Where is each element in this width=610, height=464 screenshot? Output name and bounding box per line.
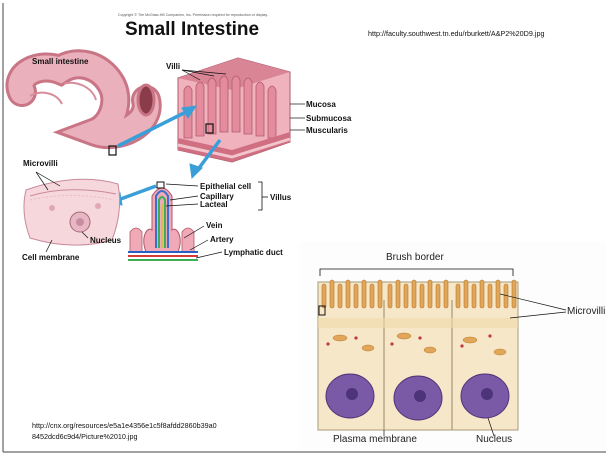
label-lacteal: Lacteal <box>200 200 228 209</box>
label-villi: Villi <box>166 62 180 71</box>
label-artery: Artery <box>210 235 234 244</box>
source-url-bottom-line1: http://cnx.org/resources/e5a1e4356e1c5f8… <box>32 421 217 430</box>
copyright-notice: Copyright © The McGraw-Hill Companies, I… <box>118 13 268 17</box>
label-muscularis: Muscularis <box>306 126 348 135</box>
intestine-tube-illustration <box>21 64 154 155</box>
label-nucleus-large: Nucleus <box>476 434 512 445</box>
label-submucosa: Submucosa <box>306 114 352 123</box>
label-vein: Vein <box>206 221 223 230</box>
label-brush-border: Brush border <box>386 252 444 263</box>
brush-border-figure: Brush border <box>300 242 606 450</box>
label-microvilli-small: Microvilli <box>23 159 58 168</box>
label-villus: Villus <box>270 193 292 202</box>
figure-title: Small Intestine <box>125 19 259 40</box>
label-microvilli-large: Microvilli <box>567 306 605 317</box>
label-nucleus-small: Nucleus <box>90 236 122 245</box>
label-epithelial-cell: Epithelial cell <box>200 182 251 191</box>
villi-block-illustration <box>178 58 305 162</box>
label-plasma-membrane: Plasma membrane <box>333 434 417 445</box>
epithelial-cells-illustration <box>318 280 518 430</box>
source-url-top: http://faculty.southwest.tn.edu/rburkett… <box>368 29 544 38</box>
small-intestine-figure: Copyright © The McGraw-Hill Companies, I… <box>21 13 352 262</box>
label-cell-membrane: Cell membrane <box>22 253 80 262</box>
label-mucosa: Mucosa <box>306 100 336 109</box>
source-url-bottom-line2: 8452dcd6c9d4/Picture%2010.jpg <box>32 432 138 441</box>
label-small-intestine: Small intestine <box>32 57 89 66</box>
label-lymphatic-duct: Lymphatic duct <box>224 248 283 257</box>
